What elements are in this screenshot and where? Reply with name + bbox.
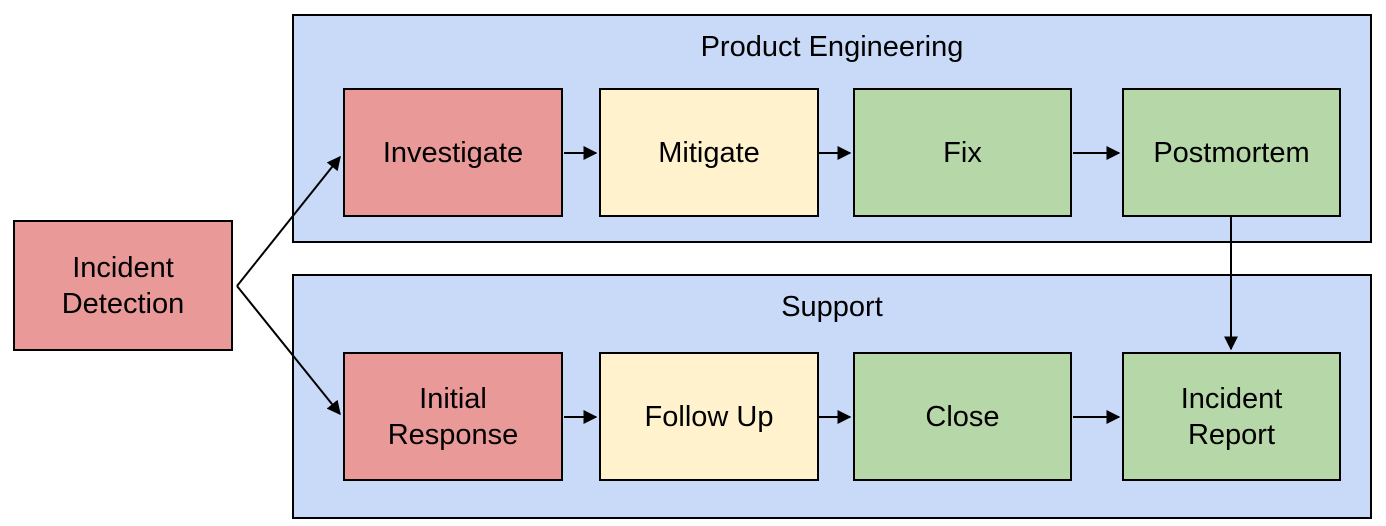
lane-title-product-engineering: Product Engineering: [700, 31, 964, 63]
node-incident-report: Incident Report: [1122, 352, 1341, 481]
node-investigate: Investigate: [343, 88, 563, 217]
node-follow-up: Follow Up: [599, 352, 819, 481]
node-postmortem: Postmortem: [1122, 88, 1341, 217]
node-close: Close: [853, 352, 1072, 481]
node-incident-detection: Incident Detection: [13, 220, 233, 351]
node-mitigate: Mitigate: [599, 88, 819, 217]
node-fix: Fix: [853, 88, 1072, 217]
node-initial-response: Initial Response: [343, 352, 563, 481]
lane-title-support: Support: [781, 291, 883, 323]
